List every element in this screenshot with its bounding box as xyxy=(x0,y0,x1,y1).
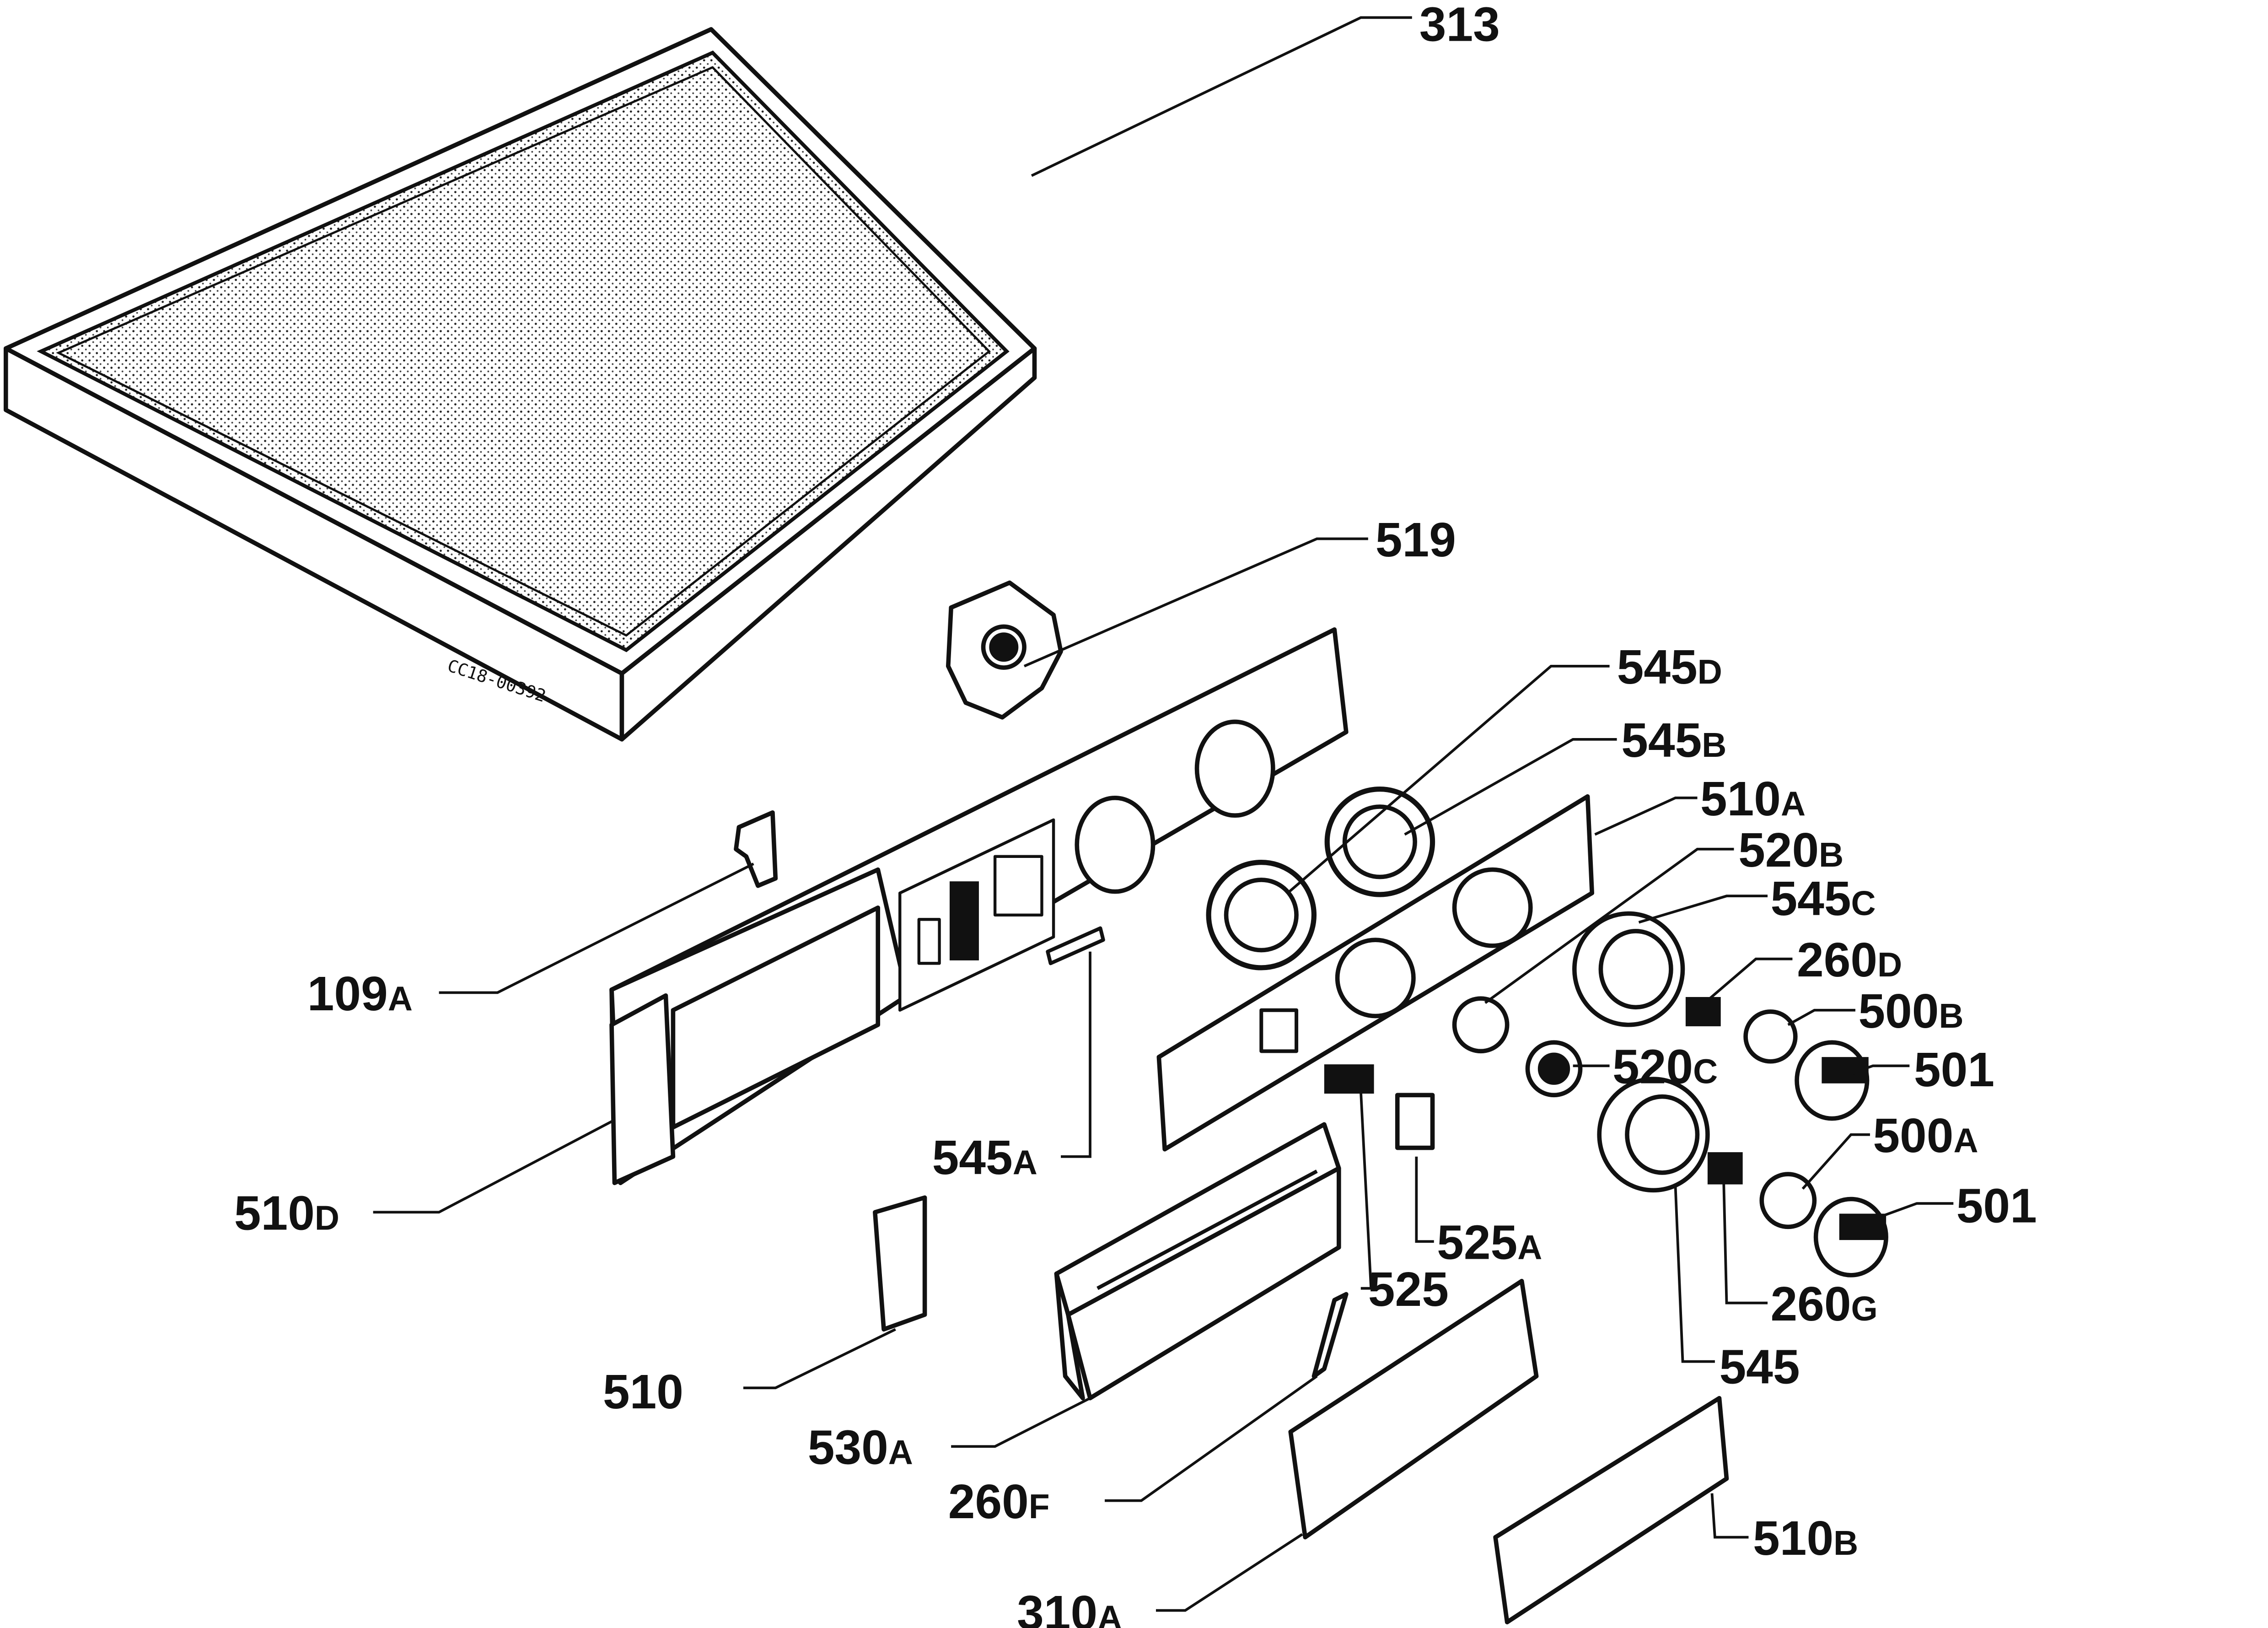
spring-260d xyxy=(1685,997,1721,1026)
label-520b: 520B xyxy=(1738,823,1843,877)
label-530a: 530A xyxy=(808,1421,913,1475)
label-525a: 525A xyxy=(1437,1216,1542,1270)
label-260d: 260D xyxy=(1797,933,1902,987)
pin-545a xyxy=(1046,926,1105,965)
label-510: 510 xyxy=(603,1365,683,1419)
part-labels: 313 519 545D 545B 510A 520B 545C 260D 50… xyxy=(234,0,2037,1628)
washer-500b xyxy=(1743,1009,1798,1064)
ring-545d xyxy=(1206,859,1317,970)
knob-housing-545 xyxy=(1597,1077,1710,1193)
label-313: 313 xyxy=(1419,0,1500,52)
label-500a: 500A xyxy=(1873,1109,1978,1163)
label-519: 519 xyxy=(1376,513,1456,567)
top-cover-313: CC18-00392 xyxy=(3,27,1037,742)
label-501-lower: 501 xyxy=(1956,1179,2037,1233)
label-545: 545 xyxy=(1719,1340,1800,1394)
fascia-plate-510a xyxy=(1156,794,1594,1152)
label-525: 525 xyxy=(1368,1262,1449,1316)
knob-501-upper xyxy=(1795,1040,1870,1121)
contact-525 xyxy=(1324,1064,1374,1094)
lever-260f xyxy=(1311,1292,1349,1379)
leader-lines xyxy=(373,16,1954,1612)
washer-500a xyxy=(1759,1172,1817,1229)
drawer-530a xyxy=(1054,1122,1341,1401)
label-510d: 510D xyxy=(234,1186,339,1240)
rear-disc-519 xyxy=(946,580,1063,720)
label-501-upper: 501 xyxy=(1914,1043,1994,1097)
flap-310a xyxy=(1288,1278,1539,1540)
panel-510b xyxy=(1493,1396,1729,1625)
control-panel-510d xyxy=(609,627,1349,1186)
label-520c: 520C xyxy=(1612,1040,1718,1094)
label-545c: 545C xyxy=(1770,872,1876,926)
label-545d: 545D xyxy=(1617,640,1722,694)
knob-501-lower xyxy=(1813,1197,1888,1278)
label-260f: 260F xyxy=(948,1475,1050,1529)
label-109a: 109A xyxy=(307,967,413,1021)
ring-520b xyxy=(1452,996,1510,1054)
ring-545b xyxy=(1324,787,1435,897)
label-260g: 260G xyxy=(1770,1277,1877,1331)
label-500b: 500B xyxy=(1858,984,1963,1038)
label-545b: 545B xyxy=(1621,713,1726,767)
knob-520c xyxy=(1525,1040,1583,1098)
block-525a xyxy=(1395,1093,1435,1150)
label-310a: 310A xyxy=(1017,1586,1122,1628)
knob-housing-545c xyxy=(1572,911,1685,1027)
side-piece-510 xyxy=(873,1195,927,1332)
spring-260g xyxy=(1707,1152,1743,1185)
clip-109a xyxy=(734,810,778,888)
label-510a: 510A xyxy=(1700,772,1806,826)
label-510b: 510B xyxy=(1753,1511,1858,1565)
label-545a: 545A xyxy=(932,1131,1037,1185)
